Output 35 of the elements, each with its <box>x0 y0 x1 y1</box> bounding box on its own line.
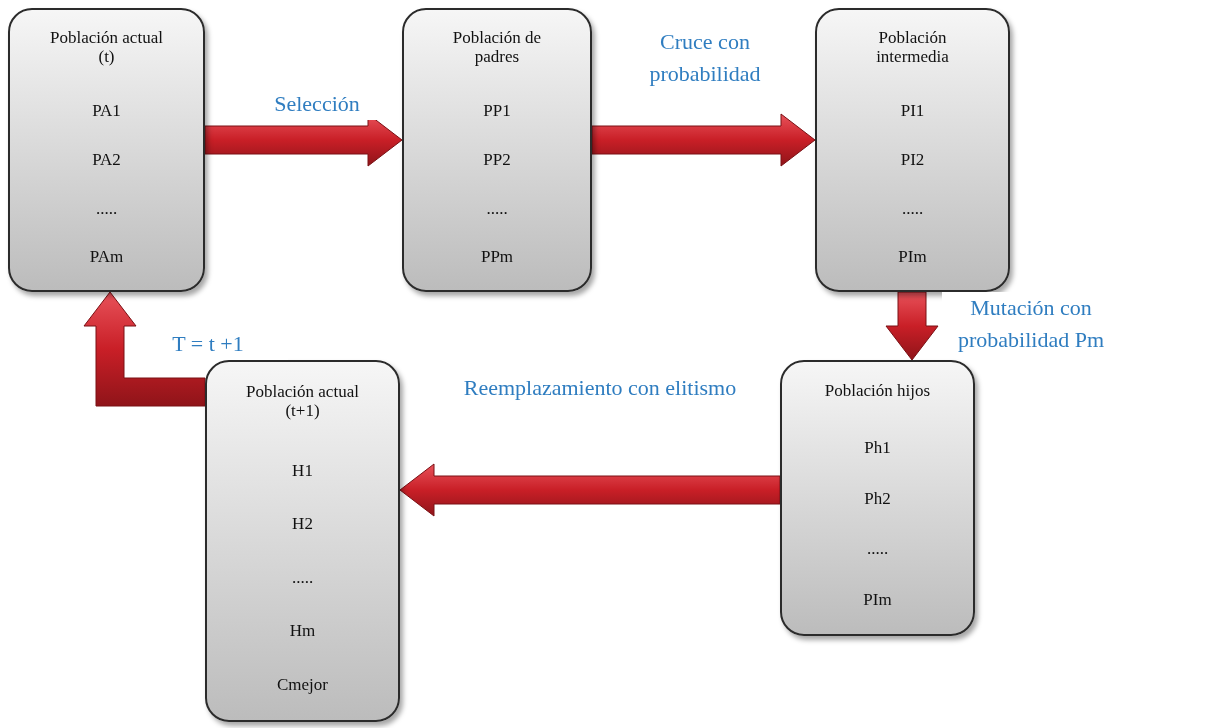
population-item: PI2 <box>900 151 925 170</box>
population-item: Ph2 <box>864 489 891 509</box>
block-arrow <box>591 113 816 167</box>
population-item: H2 <box>292 515 313 534</box>
box-heading: Población intermedia <box>875 29 950 67</box>
population-item: PPm <box>480 248 514 267</box>
population-item: ..... <box>866 540 889 560</box>
population-item: PI1 <box>900 102 925 121</box>
population-item: PIm <box>898 248 927 267</box>
population-item: ..... <box>291 568 314 588</box>
box-heading: Población actual (t+1) <box>245 383 360 421</box>
population-item: Cmejor <box>277 675 328 695</box>
population-item: PA1 <box>92 102 121 121</box>
population-item: Hm <box>289 622 316 641</box>
population-item: PP1 <box>483 102 511 121</box>
block-arrow <box>885 291 939 361</box>
population-item: PP2 <box>483 151 511 170</box>
box-heading: Población de padres <box>451 29 543 67</box>
population-box <box>205 360 400 722</box>
population-box <box>8 8 205 292</box>
population-item: H1 <box>292 461 313 481</box>
population-item: ..... <box>95 199 118 219</box>
population-item: PA2 <box>92 151 121 170</box>
population-item: ..... <box>901 199 924 219</box>
population-item: ..... <box>486 199 508 219</box>
box-heading: Población hijos <box>824 382 931 401</box>
block-arrow <box>83 291 206 407</box>
population-box <box>815 8 1010 292</box>
box-heading: Población actual (t) <box>49 29 164 67</box>
population-box <box>402 8 592 292</box>
population-item: PIm <box>863 591 892 610</box>
population-item: PAm <box>89 248 124 267</box>
block-arrow <box>399 463 781 517</box>
population-item: Ph1 <box>864 438 891 458</box>
population-box <box>780 360 975 636</box>
